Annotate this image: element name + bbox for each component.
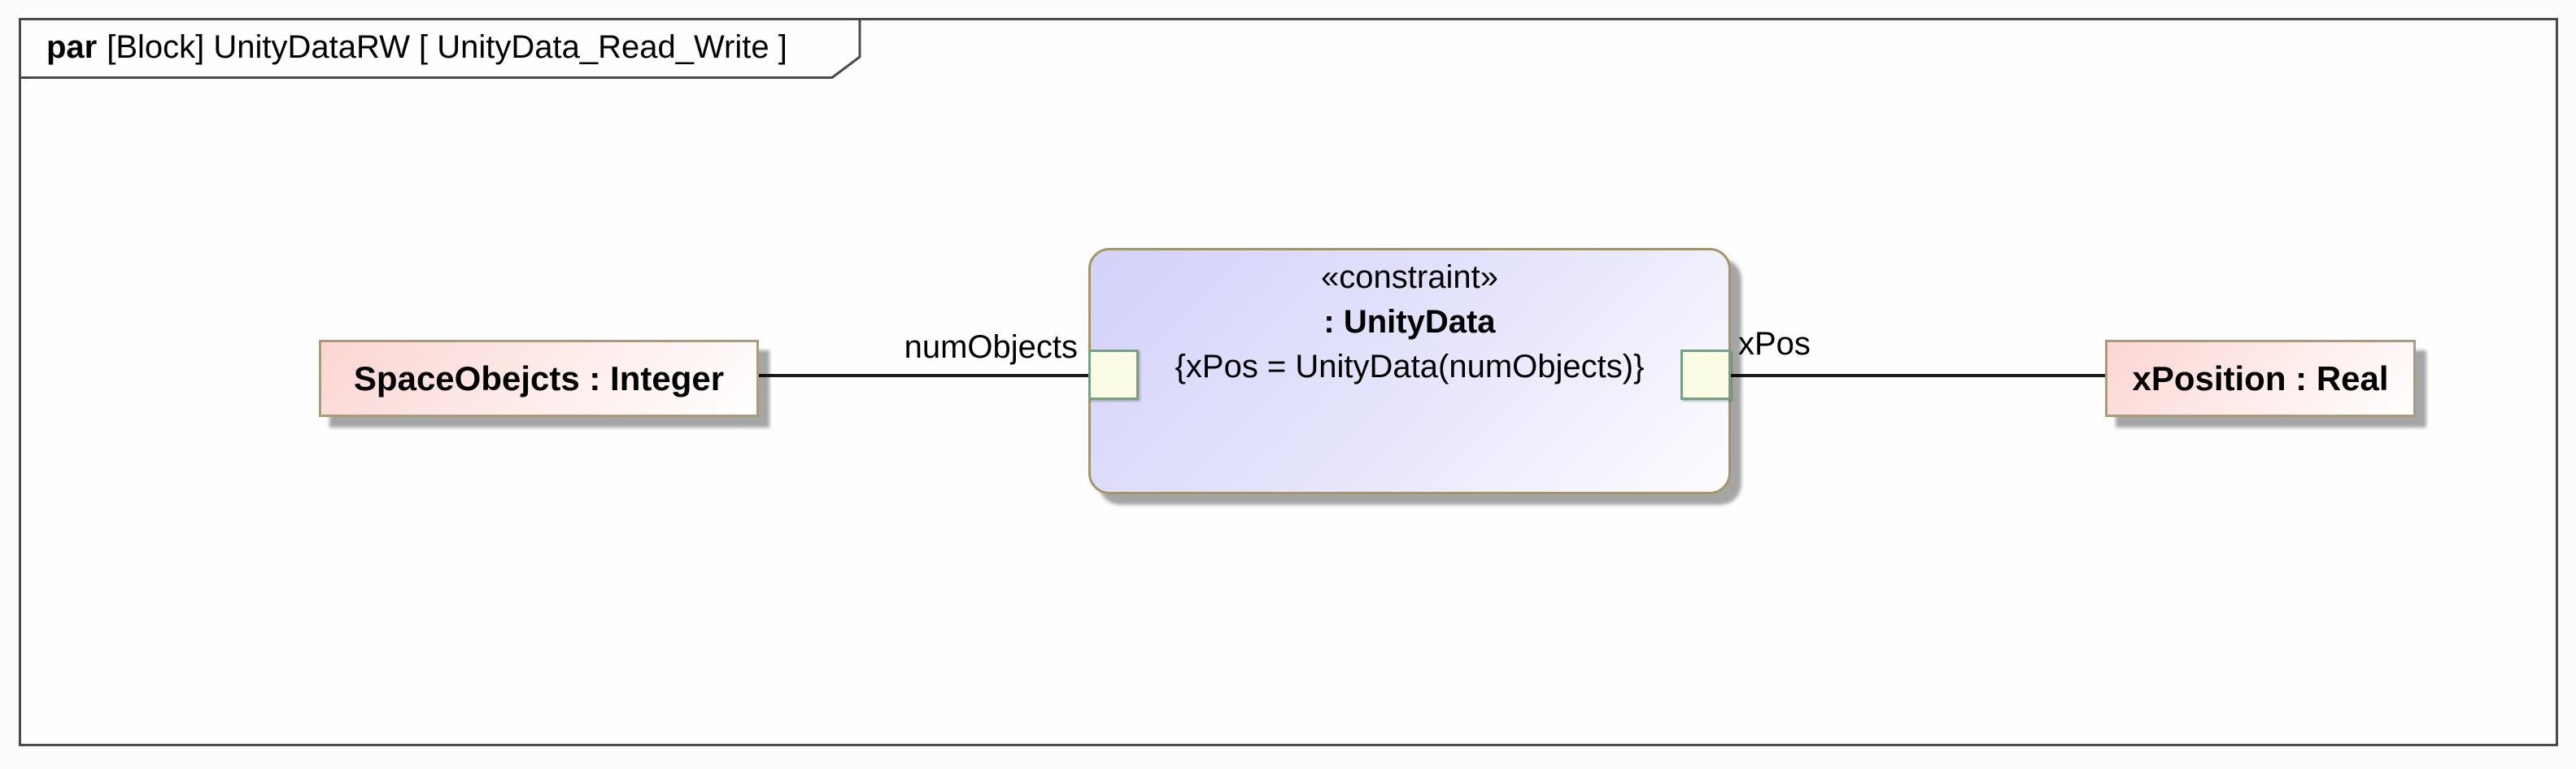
constraint-name: : UnityData bbox=[1323, 304, 1496, 340]
constraint-parameter-port-right[interactable] bbox=[1680, 350, 1731, 400]
value-node-xposition[interactable]: xPosition : Real bbox=[2105, 340, 2416, 417]
frame-title: par [Block] UnityDataRW [ UnityData_Read… bbox=[46, 18, 787, 77]
frame-title-tab bbox=[19, 18, 861, 79]
value-node-label: xPosition : Real bbox=[2132, 358, 2389, 398]
connector-label-numobjects: numObjects bbox=[904, 329, 1078, 365]
binding-connector-left[interactable] bbox=[759, 374, 1088, 377]
constraint-stereotype: «constraint» bbox=[1321, 259, 1498, 295]
value-node-spaceobejcts[interactable]: SpaceObejcts : Integer bbox=[319, 340, 759, 417]
constraint-parameter-port-left[interactable] bbox=[1088, 350, 1139, 400]
connector-label-xpos: xPos bbox=[1738, 326, 1811, 362]
value-node-label: SpaceObejcts : Integer bbox=[353, 358, 725, 398]
diagram-title: [Block] UnityDataRW [ UnityData_Read_Wri… bbox=[107, 29, 787, 65]
constraint-block[interactable]: «constraint» : UnityData {xPos = UnityDa… bbox=[1088, 248, 1731, 494]
diagram-kind-keyword: par bbox=[46, 29, 98, 65]
constraint-expression: {xPos = UnityData(numObjects)} bbox=[1175, 349, 1645, 384]
binding-connector-right[interactable] bbox=[1731, 374, 2105, 377]
